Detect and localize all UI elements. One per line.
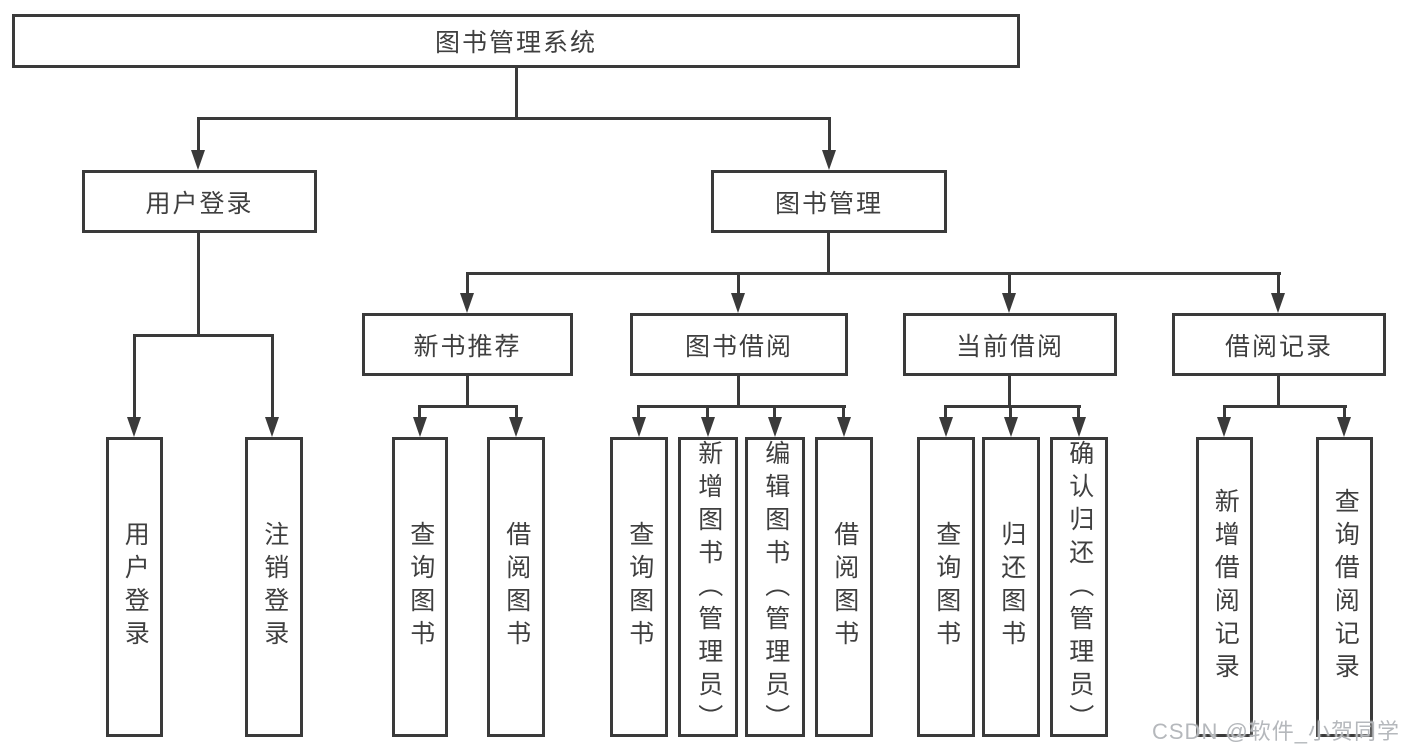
connector-line bbox=[1223, 405, 1347, 408]
connector-line bbox=[1223, 405, 1226, 420]
leaf-confirm-return-admin: 确认归还（管理员） bbox=[1050, 437, 1108, 737]
arrow-down-icon bbox=[1217, 417, 1231, 437]
arrow-down-icon bbox=[632, 417, 646, 437]
arrow-down-icon bbox=[701, 417, 715, 437]
arrow-down-icon bbox=[509, 417, 523, 437]
leaf-add-borrow-record: 新增借阅记录 bbox=[1196, 437, 1253, 737]
arrow-down-icon bbox=[939, 417, 953, 437]
arrow-down-icon bbox=[1072, 417, 1086, 437]
leaf-borrow-books-recommend: 借阅图书 bbox=[487, 437, 545, 737]
node-root: 图书管理系统 bbox=[12, 14, 1020, 68]
connector-line bbox=[828, 117, 831, 155]
arrow-down-icon bbox=[1004, 417, 1018, 437]
connector-line bbox=[842, 405, 845, 420]
connector-line bbox=[466, 272, 469, 298]
connector-line bbox=[418, 405, 421, 420]
connector-line bbox=[515, 68, 518, 120]
arrow-down-icon bbox=[731, 293, 745, 313]
leaf-borrow-books: 借阅图书 bbox=[815, 437, 873, 737]
connector-line bbox=[1343, 405, 1346, 420]
node-user-login: 用户登录 bbox=[82, 170, 317, 233]
connector-line bbox=[197, 117, 831, 120]
leaf-return-book: 归还图书 bbox=[982, 437, 1040, 737]
arrow-down-icon bbox=[1002, 293, 1016, 313]
arrow-down-icon bbox=[1337, 417, 1351, 437]
connector-line bbox=[271, 334, 274, 420]
connector-line bbox=[418, 405, 518, 408]
connector-line bbox=[827, 233, 830, 274]
arrow-down-icon bbox=[460, 293, 474, 313]
connector-line bbox=[133, 334, 274, 337]
leaf-logout: 注销登录 bbox=[245, 437, 303, 737]
connector-line bbox=[637, 405, 846, 408]
connector-line bbox=[1277, 376, 1280, 408]
connector-line bbox=[197, 117, 200, 155]
leaf-user-login: 用户登录 bbox=[106, 437, 163, 737]
leaf-query-books-recommend: 查询图书 bbox=[392, 437, 448, 737]
connector-line bbox=[1008, 376, 1011, 408]
connector-line bbox=[944, 405, 1081, 408]
arrow-down-icon bbox=[127, 417, 141, 437]
csdn-watermark: CSDN @软件_小贺同学 bbox=[1152, 719, 1401, 744]
node-current-borrow: 当前借阅 bbox=[903, 313, 1117, 376]
arrow-down-icon bbox=[1271, 293, 1285, 313]
connector-line bbox=[1009, 405, 1012, 420]
arrow-down-icon bbox=[768, 417, 782, 437]
connector-line bbox=[737, 272, 740, 298]
connector-line bbox=[515, 405, 518, 420]
connector-line bbox=[706, 405, 709, 420]
connector-line bbox=[466, 376, 469, 408]
leaf-query-borrow-record: 查询借阅记录 bbox=[1316, 437, 1373, 737]
connector-line bbox=[197, 233, 200, 335]
connector-line bbox=[466, 272, 1281, 275]
leaf-edit-book-admin: 编辑图书（管理员） bbox=[745, 437, 805, 737]
node-new-book-recommend: 新书推荐 bbox=[362, 313, 573, 376]
arrow-down-icon bbox=[191, 150, 205, 170]
node-book-management: 图书管理 bbox=[711, 170, 947, 233]
connector-line bbox=[1077, 405, 1080, 420]
arrow-down-icon bbox=[822, 150, 836, 170]
connector-line bbox=[773, 405, 776, 420]
connector-line bbox=[1008, 272, 1011, 298]
node-borrow-records: 借阅记录 bbox=[1172, 313, 1386, 376]
arrow-down-icon bbox=[265, 417, 279, 437]
node-book-borrow: 图书借阅 bbox=[630, 313, 848, 376]
leaf-add-book-admin: 新增图书（管理员） bbox=[678, 437, 738, 737]
connector-line bbox=[1277, 272, 1280, 298]
arrow-down-icon bbox=[413, 417, 427, 437]
leaf-query-books-borrow: 查询图书 bbox=[610, 437, 668, 737]
connector-line bbox=[737, 376, 740, 408]
connector-line bbox=[133, 334, 136, 420]
connector-line bbox=[944, 405, 947, 420]
leaf-query-books-current: 查询图书 bbox=[917, 437, 975, 737]
connector-line bbox=[637, 405, 640, 420]
arrow-down-icon bbox=[837, 417, 851, 437]
